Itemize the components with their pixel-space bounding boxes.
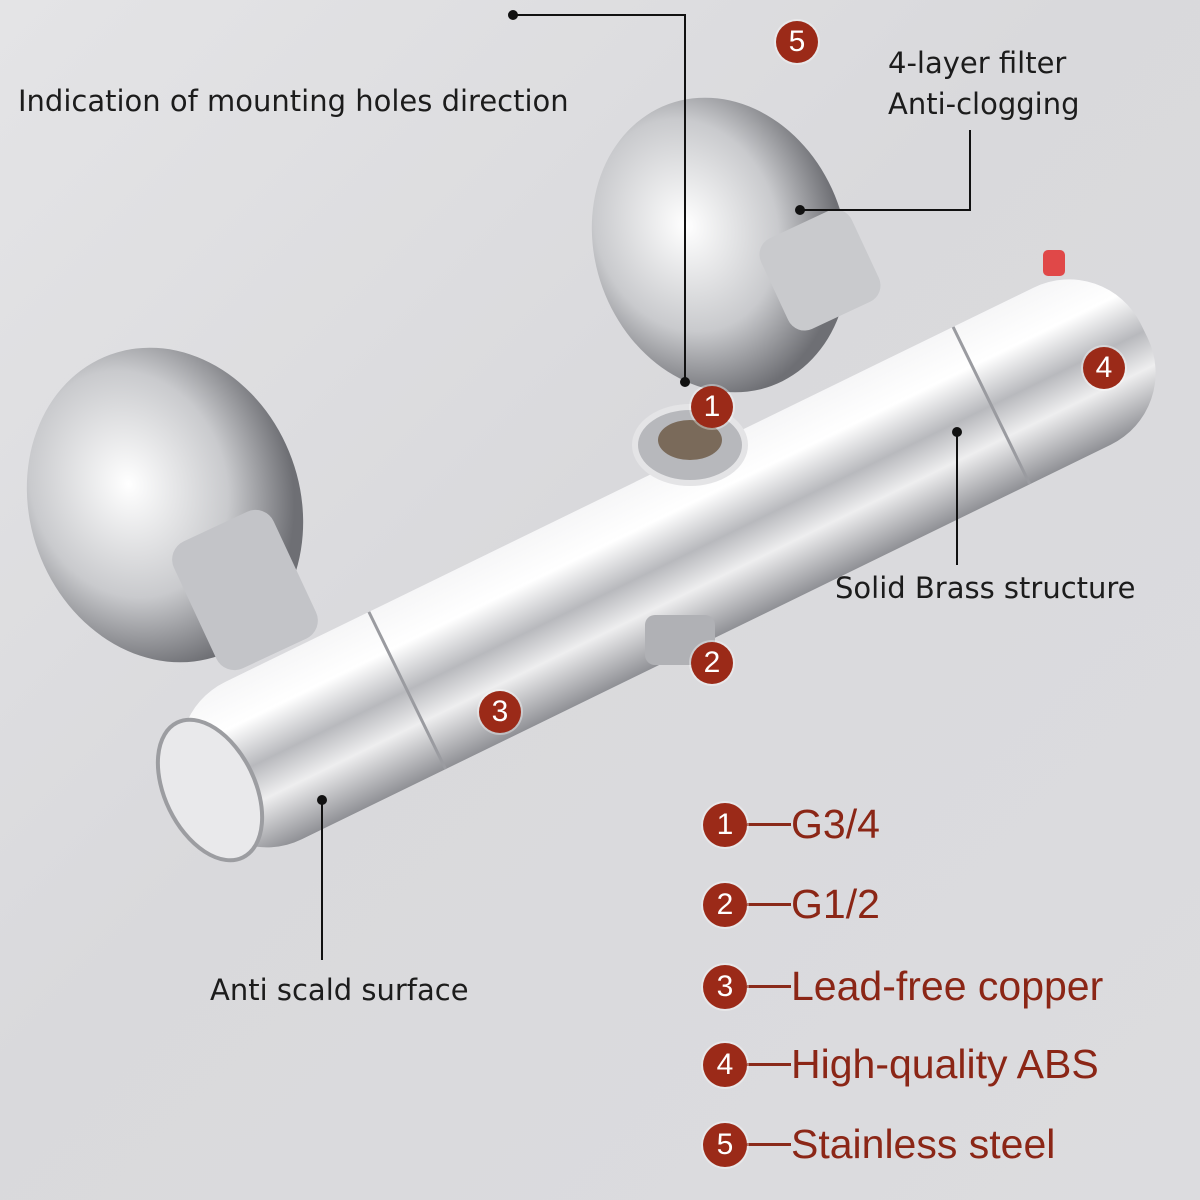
legend-badge: 1 — [703, 802, 747, 847]
valve-body — [180, 279, 1156, 848]
callout-brass: Solid Brass structure — [835, 571, 1136, 605]
legend-text: Lead-free copper — [791, 963, 1104, 1009]
callout-filter-line2: Anti-clogging — [888, 87, 1080, 121]
legend-badge: 4 — [703, 1042, 747, 1087]
legend-dash — [747, 1143, 791, 1146]
legend-dash — [747, 1063, 791, 1066]
legend-item: 3 Lead-free copper — [703, 963, 1103, 1010]
legend-dash — [747, 823, 791, 826]
legend-badge: 5 — [703, 1122, 747, 1167]
legend-dash — [747, 903, 791, 906]
marker-4: 4 — [1083, 347, 1125, 389]
marker-5: 5 — [776, 21, 818, 63]
callout-dot — [508, 10, 518, 20]
callout-dot — [795, 205, 805, 215]
connector-left — [172, 509, 318, 671]
safety-stop-button — [1043, 250, 1065, 276]
callout-dot — [680, 377, 690, 387]
legend-text: High-quality ABS — [791, 1041, 1099, 1087]
callout-dot — [317, 795, 327, 805]
legend-text: G3/4 — [791, 801, 880, 847]
temperature-handle-cap — [155, 717, 265, 863]
callout-dot — [952, 427, 962, 437]
callout-anti-scald: Anti scald surface — [210, 973, 469, 1007]
legend-badge: 2 — [703, 882, 747, 927]
marker-1: 1 — [691, 386, 733, 428]
legend-text: G1/2 — [791, 881, 880, 927]
legend-item: 5 Stainless steel — [703, 1121, 1055, 1168]
callout-mounting-holes: Indication of mounting holes direction — [18, 84, 569, 118]
legend-badge: 3 — [703, 964, 747, 1009]
connector-right — [759, 209, 881, 331]
legend-item: 4 High-quality ABS — [703, 1041, 1099, 1088]
legend-text: Stainless steel — [791, 1121, 1056, 1167]
wall-plate-right — [591, 97, 849, 393]
callout-filter-line1: 4-layer filter — [888, 46, 1067, 80]
marker-2: 2 — [691, 642, 733, 684]
marker-3: 3 — [479, 691, 521, 733]
legend-item: 1 G3/4 — [703, 801, 880, 848]
legend-dash — [747, 985, 791, 988]
legend-item: 2 G1/2 — [703, 881, 880, 928]
